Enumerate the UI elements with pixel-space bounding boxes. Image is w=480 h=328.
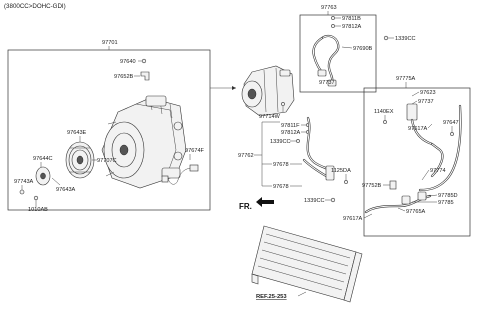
clip-1339cc-low-part [330, 197, 336, 203]
bolt-97743a-part [19, 189, 25, 195]
compressor-body [101, 95, 187, 189]
bracket-97652b-part [140, 71, 150, 81]
wire-connector-97674f [161, 175, 169, 183]
installed-compressor [241, 65, 295, 117]
label-97775a[interactable]: 97775A [396, 76, 416, 82]
front-direction-arrow-icon [256, 197, 274, 207]
label-97617a-lower[interactable]: 97617A [343, 216, 363, 222]
label-97707c[interactable]: 97707C [97, 158, 117, 164]
label-97785[interactable]: 97785 [438, 200, 454, 206]
clutch-pulley [65, 141, 95, 179]
label-97674f[interactable]: 97674F [185, 148, 205, 154]
label-97644c[interactable]: 97644C [33, 156, 53, 162]
arrowhead-compressor [232, 86, 236, 90]
discharge-hose-box [299, 14, 377, 93]
bolt-1010ab-part [33, 195, 39, 201]
label-97763[interactable]: 97763 [321, 5, 337, 11]
wire-97674f [167, 167, 193, 185]
bolt-1125da-part [344, 180, 348, 184]
label-97690b[interactable]: 97690B [353, 46, 373, 52]
label-97811b[interactable]: 97811B [342, 16, 361, 22]
label-97737-top[interactable]: 97737 [319, 80, 335, 86]
compressor-group: 97701 97640 97652B 97643E [7, 40, 211, 213]
label-97714w[interactable]: 97714W [259, 114, 281, 120]
label-97643a[interactable]: 97643A [56, 187, 76, 193]
label-97752b[interactable]: 97752B [362, 183, 382, 189]
label-97762[interactable]: 97762 [238, 153, 254, 159]
label-97774[interactable]: 97774 [430, 168, 446, 174]
label-1125da[interactable]: 1125DA [331, 168, 351, 174]
label-97785d[interactable]: 97785D [438, 193, 458, 199]
wire-plug-97674f [189, 164, 199, 172]
label-97617a-upper[interactable]: 97617A [408, 126, 428, 132]
condenser-reference-link[interactable]: REF.25-253 [256, 294, 287, 300]
label-97743a[interactable]: 97743A [14, 179, 34, 185]
discharge-hose-group: 97763 97811B 97812A 97690B 97737 [299, 5, 377, 93]
liquid-pipe-group: 97775A 97623 97737 1140EX 97617A 97647 9… [343, 76, 471, 237]
label-97640[interactable]: 97640 [120, 59, 136, 65]
label-97678-upper[interactable]: 97678 [273, 162, 289, 168]
front-direction-indicator: FR. [239, 197, 274, 211]
label-97812a-top[interactable]: 97812A [342, 24, 362, 30]
label-1339cc-mid[interactable]: 1339CC [270, 139, 291, 145]
label-97678-lower[interactable]: 97678 [273, 184, 289, 190]
label-97811f[interactable]: 97811F [281, 123, 300, 129]
label-97812a-mid[interactable]: 97812A [281, 130, 301, 136]
clip-1339cc-top-part [383, 35, 389, 41]
label-1140ex[interactable]: 1140EX [374, 109, 394, 115]
label-1339cc-top[interactable]: 1339CC [395, 36, 416, 42]
label-1339cc-low[interactable]: 1339CC [304, 198, 325, 204]
clutch-hub-97644c [35, 166, 51, 186]
front-direction-label: FR. [239, 202, 252, 211]
condenser [251, 225, 363, 303]
label-97623[interactable]: 97623 [420, 90, 436, 96]
label-97647[interactable]: 97647 [443, 120, 459, 126]
engine-variant-header: (3800CC>DOHC-GDI) [4, 3, 66, 10]
label-97652b[interactable]: 97652B [114, 74, 134, 80]
bolt-97640-part [141, 58, 147, 64]
bolt-97714w-part [281, 102, 285, 106]
label-97765a[interactable]: 97765A [406, 209, 426, 215]
liquid-pipe-box [363, 87, 471, 237]
label-97643e[interactable]: 97643E [67, 130, 87, 136]
label-97737-right[interactable]: 97737 [418, 99, 434, 105]
label-97701[interactable]: 97701 [102, 40, 118, 46]
suction-pipe-group: 97811F 97812A 1339CC 97762 97678 97678 [238, 116, 335, 190]
label-1010ab[interactable]: 1010AB [28, 207, 48, 213]
